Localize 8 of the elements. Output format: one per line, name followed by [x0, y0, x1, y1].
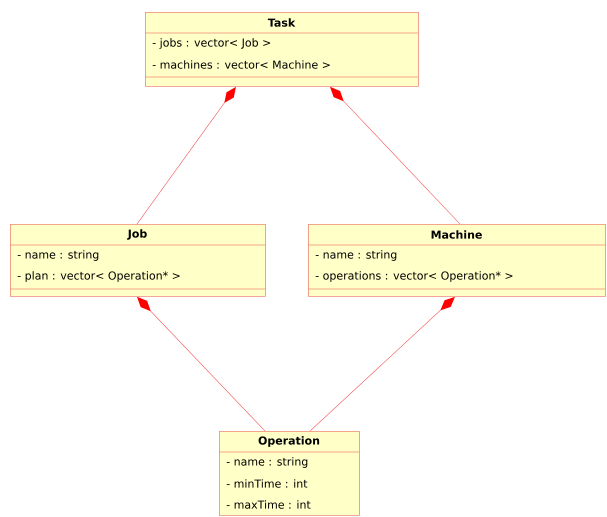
class-box: Job - name : string - plan : vector< Operation* > — [10, 224, 266, 297]
composition-line — [310, 296, 455, 432]
class-box: Machine - name : string - operations : vector< Operation* > — [308, 224, 606, 297]
class-box: Task - jobs : vector< Job > - machines : vector< Machine > — [144, 12, 419, 87]
composition-line — [136, 87, 236, 224]
composition-line — [137, 297, 266, 432]
composition-line — [330, 87, 460, 224]
class-box: Operation - name : string - minTime : int - maxTime : int — [218, 431, 360, 516]
